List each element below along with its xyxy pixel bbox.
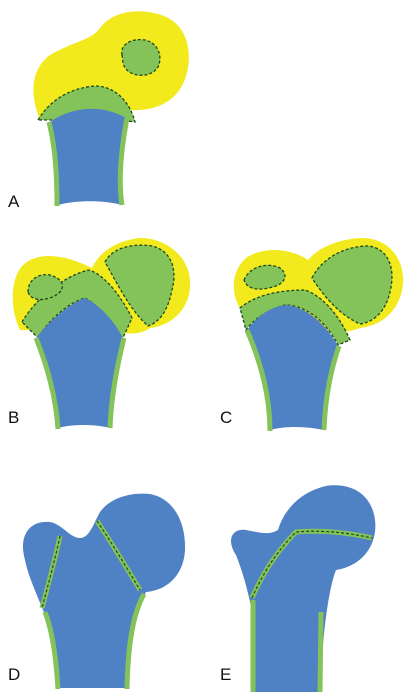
panel-c-figure: [234, 238, 403, 431]
panel-a-figure: [33, 11, 188, 206]
panel-label-e: E: [220, 665, 231, 685]
panel-label-c: C: [220, 408, 232, 428]
bone-shaft: [50, 109, 126, 205]
bone-collar-right: [320, 612, 321, 692]
panel-label-a: A: [8, 192, 19, 212]
panel-e-figure: [231, 485, 375, 692]
secondary-ossification-center: [122, 40, 160, 76]
panel-label-b: B: [8, 408, 19, 428]
panel-b-figure: [13, 238, 190, 429]
panel-label-d: D: [8, 665, 20, 685]
panel-d-figure: [23, 494, 185, 689]
